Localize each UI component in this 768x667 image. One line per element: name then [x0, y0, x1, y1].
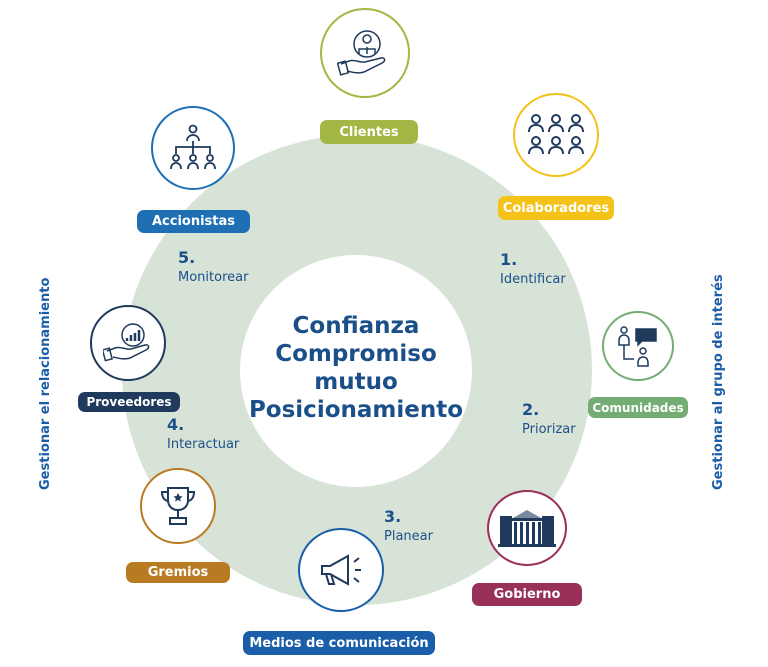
- comunidades-label: Comunidades: [588, 397, 688, 418]
- proveedores-circle: [90, 305, 166, 381]
- gremios-circle: [140, 468, 216, 544]
- clientes-circle: [320, 8, 410, 98]
- accionistas-circle: [151, 106, 235, 190]
- side-label-left: Gestionar el relacionamiento: [38, 277, 53, 490]
- step-monitorear: 5. Monitorear: [178, 248, 248, 288]
- step-number: 4.: [167, 415, 185, 434]
- step-number: 3.: [384, 507, 402, 526]
- step-label: Monitorear: [178, 270, 249, 285]
- step-label: Interactuar: [167, 437, 240, 452]
- step-number: 1.: [500, 250, 518, 269]
- center-line: Confianza: [292, 313, 420, 339]
- org-chart-icon: [170, 124, 216, 170]
- step-label: Priorizar: [522, 422, 576, 437]
- step-planear: 3. Planear: [384, 507, 433, 547]
- step-number: 5.: [178, 248, 196, 267]
- accionistas-label: Accionistas: [137, 210, 250, 233]
- medios-circle: [298, 528, 384, 612]
- center-circle: [240, 255, 472, 487]
- side-label-right: Gestionar al grupo de interés: [711, 274, 726, 490]
- comunidades-circle: [602, 311, 674, 381]
- gobierno-circle: [487, 490, 567, 566]
- hand-chart-icon: [103, 323, 150, 362]
- step-number: 2.: [522, 400, 540, 419]
- center-line: Posicionamiento: [248, 397, 464, 423]
- government-building-icon: [498, 510, 556, 547]
- trophy-icon: [160, 487, 196, 525]
- center-values: Confianza Compromiso mutuo Posicionamien…: [240, 312, 472, 424]
- colaboradores-label: Colaboradores: [498, 196, 614, 220]
- clientes-label: Clientes: [320, 120, 418, 144]
- medios-label: Medios de comunicación: [243, 631, 435, 655]
- colaboradores-circle: [513, 93, 599, 177]
- proveedores-label: Proveedores: [78, 392, 180, 412]
- step-identificar: 1. Identificar: [500, 250, 566, 290]
- hand-holding-person-icon: [337, 30, 386, 76]
- gobierno-label: Gobierno: [472, 583, 582, 606]
- center-line: Compromiso: [275, 341, 437, 367]
- step-priorizar: 2. Priorizar: [522, 400, 576, 440]
- gremios-label: Gremios: [126, 562, 230, 583]
- step-label: Planear: [384, 529, 433, 544]
- step-label: Identificar: [500, 272, 566, 287]
- center-line: mutuo: [314, 369, 398, 395]
- group-people-icon: [528, 114, 584, 155]
- step-interactuar: 4. Interactuar: [167, 415, 239, 455]
- megaphone-icon: [321, 554, 361, 586]
- people-conversation-icon: [618, 326, 657, 367]
